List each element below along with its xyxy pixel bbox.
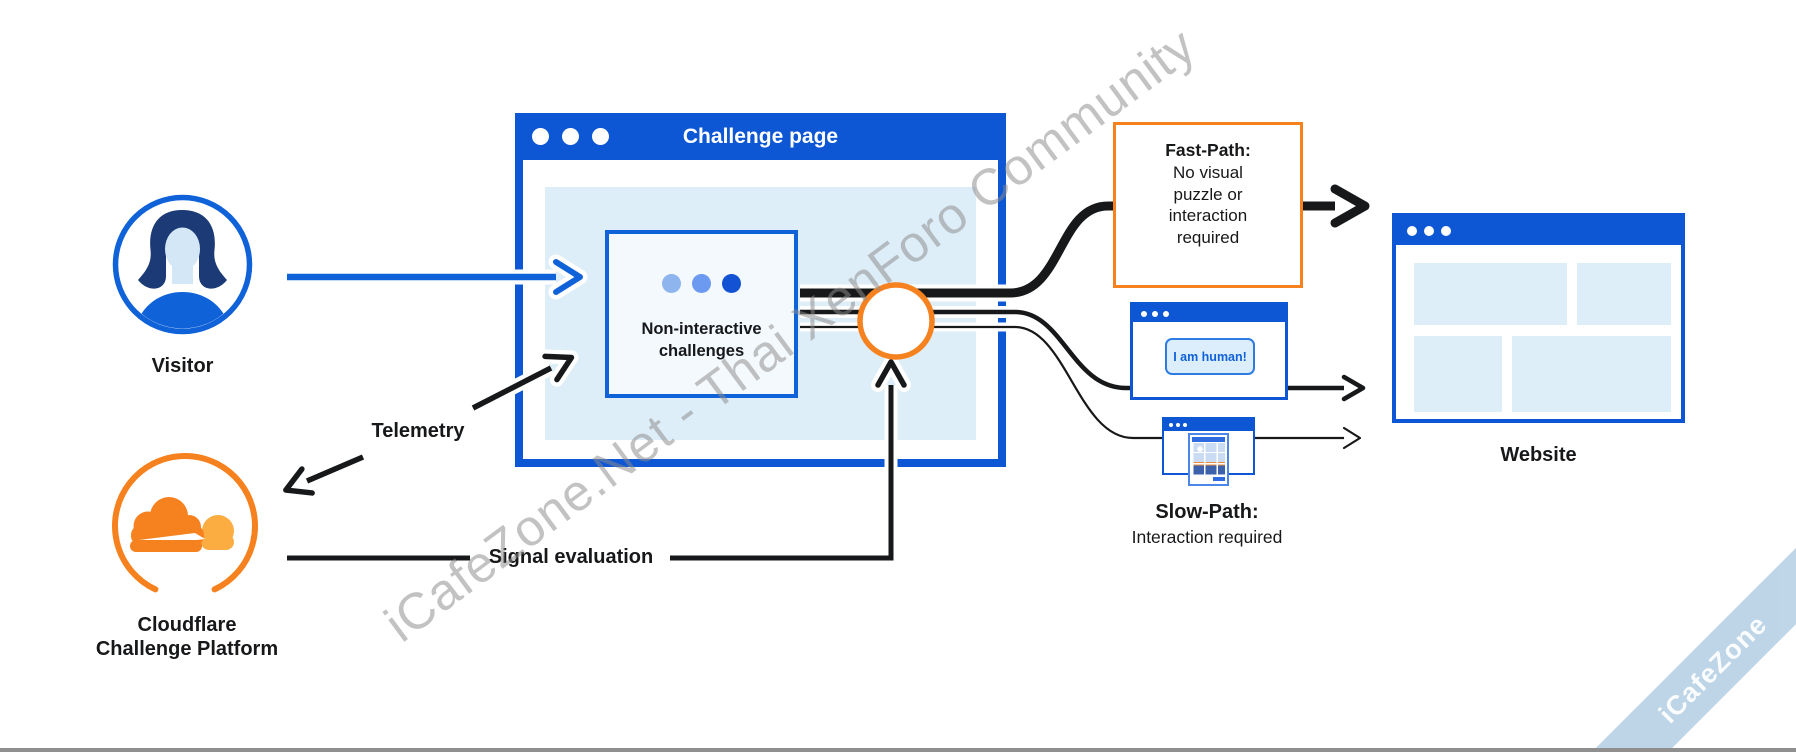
- puzzle-browser-titlebar: [1164, 419, 1253, 431]
- slow-path-label: Slow-Path: Interaction required: [1097, 501, 1317, 548]
- puzzle-image-grid: [1192, 443, 1225, 476]
- decision-junction-circle: [857, 282, 935, 360]
- window-dot-icon: [1163, 310, 1169, 317]
- slow-path-line: [800, 325, 1362, 450]
- human-check-titlebar: [1133, 305, 1285, 322]
- bottom-edge-strip: [0, 748, 1796, 752]
- window-dot-icon: [1424, 226, 1434, 236]
- window-dot-icon: [1141, 310, 1147, 317]
- challenge-dot-icon: [692, 274, 711, 293]
- website-content-block: [1512, 336, 1671, 412]
- cloudflare-label-line1: Cloudflare: [137, 614, 237, 636]
- window-dot-icon: [1441, 226, 1451, 236]
- challenge-dot-icon: [722, 274, 741, 293]
- puzzle-card-header: [1192, 437, 1225, 442]
- puzzle-submit-button: [1213, 477, 1225, 481]
- visitor-avatar-icon: [112, 194, 253, 335]
- visual-puzzle-card: [1188, 433, 1229, 486]
- cloudflare-icon: [112, 453, 258, 593]
- website-titlebar: [1396, 217, 1681, 245]
- website-label: Website: [1500, 444, 1577, 466]
- cloudflare-label-line2: Challenge Platform: [95, 638, 279, 660]
- window-dot-icon: [562, 128, 579, 145]
- website-window: [1392, 213, 1685, 423]
- corner-watermark-text: iCafeZone: [1652, 608, 1773, 729]
- telemetry-arrow-down: [283, 454, 365, 496]
- signal-evaluation-arrow: [670, 359, 907, 561]
- window-dot-icon: [532, 128, 549, 145]
- window-dot-icon: [1407, 226, 1417, 236]
- non-interactive-challenges-box: Non-interactive challenges: [605, 230, 798, 398]
- corner-watermark: iCafeZone: [1586, 542, 1796, 752]
- cloudflare-logo-clouds: [123, 497, 234, 552]
- visitor-label: Visitor: [151, 355, 214, 377]
- fast-path-description: No visual puzzle or interaction required: [1168, 163, 1248, 247]
- window-dot-icon: [1152, 310, 1158, 317]
- website-content-block: [1577, 263, 1671, 325]
- telemetry-label: Telemetry: [371, 420, 465, 442]
- corner-watermark-band: iCafeZone: [1586, 542, 1796, 752]
- i-am-human-button: I am human!: [1165, 338, 1255, 375]
- window-dot-icon: [1176, 423, 1180, 427]
- puzzle-card-footer: [1192, 477, 1225, 481]
- window-dot-icon: [1183, 423, 1187, 427]
- window-dot-icon: [1169, 423, 1173, 427]
- slow-path-title: Slow-Path:: [1155, 501, 1259, 523]
- telemetry-arrow-up: [471, 353, 575, 411]
- non-interactive-challenges-label: Non-interactive challenges: [641, 320, 762, 360]
- challenge-window-titlebar: Challenge page: [515, 113, 1006, 160]
- website-content-block: [1414, 263, 1567, 325]
- challenge-page-title: Challenge page: [682, 124, 839, 148]
- medium-path-line: [800, 309, 1366, 402]
- fast-path-line: [800, 184, 1370, 298]
- challenge-progress-dots: [609, 274, 794, 293]
- fast-path-title: Fast-Path:: [1165, 140, 1251, 160]
- human-check-browser: I am human!: [1130, 302, 1288, 400]
- cloudflare-label: Cloudflare Challenge Platform: [87, 613, 287, 661]
- challenge-dot-icon: [662, 274, 681, 293]
- fast-path-box: Fast-Path: No visual puzzle or interacti…: [1113, 122, 1303, 288]
- window-dot-icon: [592, 128, 609, 145]
- slow-path-description: Interaction required: [1131, 527, 1283, 547]
- website-content-block: [1414, 336, 1502, 412]
- signal-evaluation-label: Signal evaluation: [488, 546, 654, 568]
